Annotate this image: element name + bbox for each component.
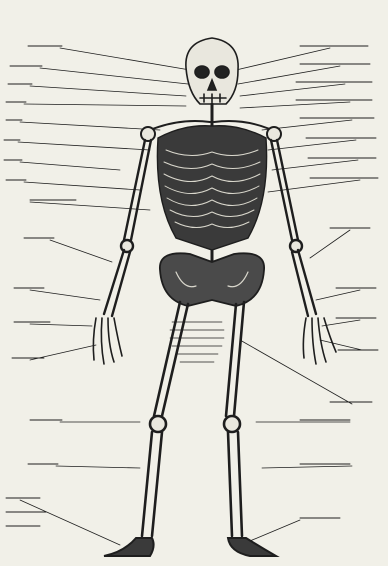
hands — [93, 318, 336, 364]
leader-lines-right — [236, 48, 362, 546]
leader-lines-left — [18, 48, 190, 545]
skull — [186, 38, 238, 104]
legs — [142, 302, 244, 536]
label-marks-left — [4, 46, 76, 526]
feet — [104, 538, 276, 556]
rib-cage — [157, 126, 266, 250]
pelvis — [160, 253, 264, 306]
label-marks-right — [296, 46, 378, 518]
